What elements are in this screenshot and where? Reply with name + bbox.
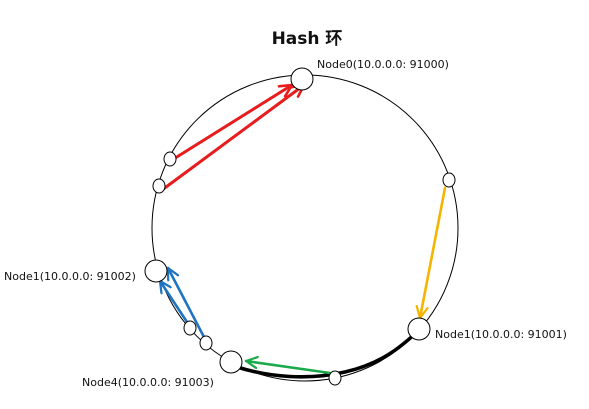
green-arrow	[244, 361, 332, 375]
key-point-upper-left-2	[152, 178, 166, 194]
node4-label: Node4(10.0.0.0: 91003)	[82, 376, 214, 389]
node0-circle	[290, 67, 314, 91]
node1-91002-label: Node1(10.0.0.0: 91002)	[4, 270, 136, 283]
diagram-title: Hash 环	[272, 29, 343, 49]
key-point-upper-left-1	[163, 151, 177, 167]
blue-arrow-outer	[166, 266, 207, 341]
node1-91001-label: Node1(10.0.0.0: 91001)	[435, 328, 567, 341]
node1-91002-circle	[144, 259, 168, 283]
key-point-right	[442, 172, 456, 188]
blue-arrow-inner	[158, 279, 189, 324]
key-point-lower-left-1	[183, 320, 197, 336]
yellow-arrow	[420, 186, 447, 320]
key-point-bottom	[328, 370, 342, 386]
node1-91001-circle	[407, 317, 431, 341]
node0-label: Node0(10.0.0.0: 91000)	[317, 58, 449, 71]
key-point-lower-left-2	[199, 335, 213, 351]
ring-thick-segment	[232, 329, 420, 379]
node4-circle	[219, 350, 243, 374]
red-arrow-upper	[170, 83, 294, 162]
red-arrow-lower	[160, 83, 306, 192]
